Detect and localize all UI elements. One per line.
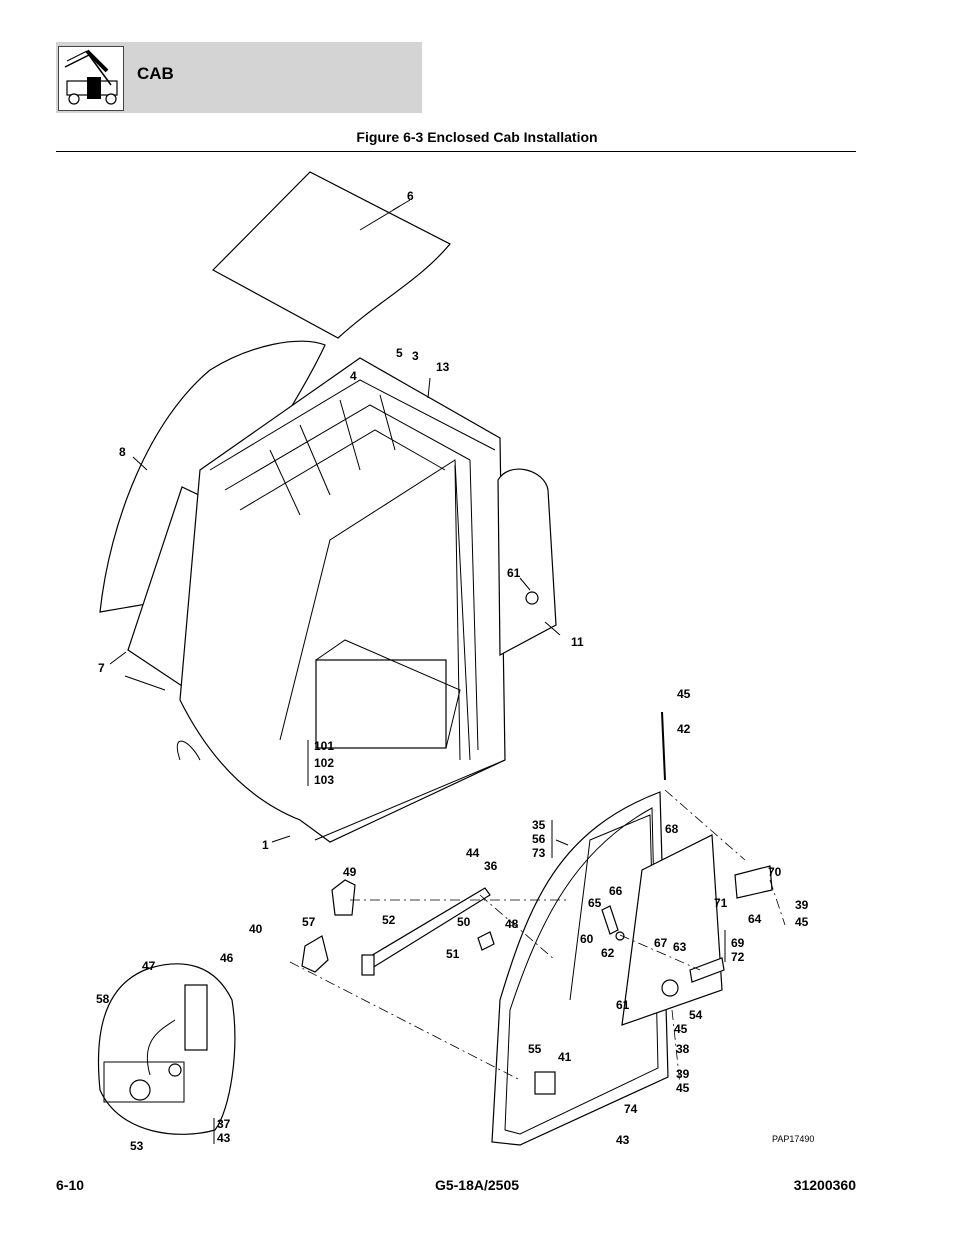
callout-8: 8 bbox=[119, 445, 126, 459]
cab-box bbox=[315, 659, 447, 749]
manual-number: 31200360 bbox=[793, 1177, 856, 1193]
telehandler-cab-icon bbox=[58, 46, 124, 111]
callout-5: 5 bbox=[396, 346, 403, 360]
callout-50: 50 bbox=[457, 915, 471, 929]
callout-67: 67 bbox=[654, 936, 668, 950]
callout-103: 103 bbox=[314, 773, 334, 787]
callout-36: 36 bbox=[484, 859, 498, 873]
callout-4: 4 bbox=[350, 369, 357, 383]
callout-45d: 45 bbox=[676, 1081, 690, 1095]
callout-102: 102 bbox=[314, 756, 334, 770]
callout-44: 44 bbox=[466, 846, 480, 860]
callout-60: 60 bbox=[580, 932, 594, 946]
callout-69: 69 bbox=[731, 936, 745, 950]
callout-37: 37 bbox=[217, 1117, 231, 1131]
section-title: CAB bbox=[137, 64, 174, 83]
header-rule bbox=[56, 151, 856, 152]
callout-45c: 45 bbox=[674, 1022, 688, 1036]
callout-45a: 45 bbox=[677, 687, 691, 701]
callout-52: 52 bbox=[382, 913, 396, 927]
callout-66: 66 bbox=[609, 884, 623, 898]
callout-43a: 43 bbox=[616, 1133, 630, 1147]
callout-3: 3 bbox=[412, 349, 419, 363]
drawing-id: PAP17490 bbox=[772, 1134, 814, 1144]
callout-43b: 43 bbox=[217, 1131, 231, 1145]
callout-13: 13 bbox=[436, 360, 450, 374]
callout-48: 48 bbox=[505, 917, 519, 931]
inset-detail bbox=[97, 963, 236, 1135]
callout-71: 71 bbox=[714, 896, 728, 910]
callout-63: 63 bbox=[673, 940, 687, 954]
callout-7: 7 bbox=[98, 661, 105, 675]
callout-42: 42 bbox=[677, 722, 691, 736]
callout-40: 40 bbox=[249, 922, 263, 936]
callout-57: 57 bbox=[302, 915, 316, 929]
callout-1: 1 bbox=[262, 838, 269, 852]
callout-49: 49 bbox=[343, 865, 357, 879]
roof-panel bbox=[212, 171, 451, 339]
callout-61a: 61 bbox=[507, 566, 521, 580]
callout-46: 46 bbox=[220, 951, 234, 965]
callout-62: 62 bbox=[601, 946, 615, 960]
callout-55: 55 bbox=[528, 1042, 542, 1056]
callout-47: 47 bbox=[142, 959, 156, 973]
figure-title: Figure 6-3 Enclosed Cab Installation bbox=[356, 129, 598, 145]
callout-51: 51 bbox=[446, 947, 460, 961]
model-number: G5-18A/2505 bbox=[434, 1177, 520, 1193]
callout-58: 58 bbox=[96, 992, 110, 1006]
callout-41: 41 bbox=[558, 1050, 572, 1064]
callout-101: 101 bbox=[314, 739, 334, 753]
callout-38: 38 bbox=[676, 1042, 690, 1056]
callout-53: 53 bbox=[130, 1139, 144, 1153]
callout-56: 56 bbox=[532, 832, 546, 846]
callout-65: 65 bbox=[588, 896, 602, 910]
callout-11: 11 bbox=[571, 635, 584, 649]
callout-70: 70 bbox=[768, 865, 782, 879]
exploded-cab-diagram: 6 5 3 4 13 8 7 61 11 101 102 103 1 45 42… bbox=[96, 171, 814, 1153]
page-number: 6-10 bbox=[56, 1177, 85, 1193]
callout-6: 6 bbox=[407, 189, 414, 203]
callout-45b: 45 bbox=[795, 915, 809, 929]
callout-39b: 39 bbox=[676, 1067, 690, 1081]
callout-74: 74 bbox=[624, 1102, 638, 1116]
callout-72: 72 bbox=[731, 950, 745, 964]
callout-68: 68 bbox=[665, 822, 679, 836]
cab-door-window bbox=[497, 468, 557, 656]
callout-39a: 39 bbox=[795, 898, 809, 912]
callout-64: 64 bbox=[748, 912, 762, 926]
door-knob bbox=[525, 591, 539, 605]
cab-door bbox=[491, 791, 669, 1146]
callout-61b: 61 bbox=[616, 998, 630, 1012]
callout-35: 35 bbox=[532, 818, 546, 832]
callout-54: 54 bbox=[689, 1008, 703, 1022]
callout-73: 73 bbox=[532, 846, 546, 860]
